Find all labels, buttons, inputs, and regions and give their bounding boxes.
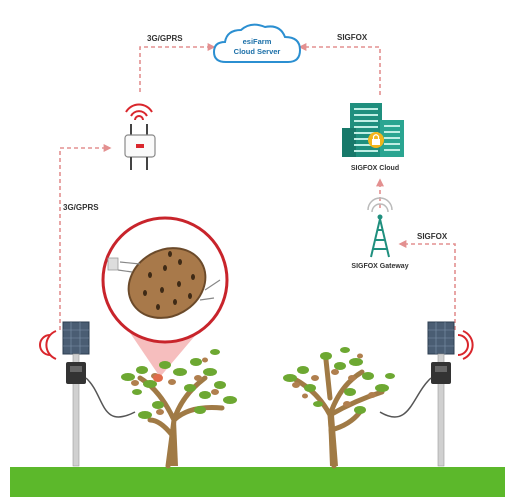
- link-label-left-top: 3G/GPRS: [147, 34, 183, 43]
- link-label-right-side: SIGFOX: [417, 232, 448, 241]
- sigfox-gateway-label: SIGFOX Gateway: [351, 263, 408, 270]
- sigfox-gateway-tower-icon: [367, 197, 393, 258]
- link-label-right-top: SIGFOX: [337, 33, 368, 42]
- sigfox-cloud-building-icon: [342, 103, 404, 157]
- connection-lines: [59, 43, 456, 330]
- right-sensor-node-icon: [379, 321, 474, 467]
- right-tree-icon: [283, 347, 395, 469]
- cloud-server-icon: esiFarm Cloud Server: [212, 23, 302, 63]
- router-icon: [124, 103, 156, 170]
- cloud-server-subtitle: Cloud Server: [234, 47, 281, 56]
- sigfox-cloud-label: SIGFOX Cloud: [351, 165, 399, 172]
- potato-magnifier-icon: [101, 216, 229, 377]
- left-sensor-node-icon: [39, 321, 136, 467]
- grass-ground: [10, 467, 505, 497]
- cloud-server-name: esiFarm: [243, 37, 272, 46]
- link-label-left-side: 3G/GPRS: [63, 203, 99, 212]
- left-tree-icon: [121, 349, 237, 469]
